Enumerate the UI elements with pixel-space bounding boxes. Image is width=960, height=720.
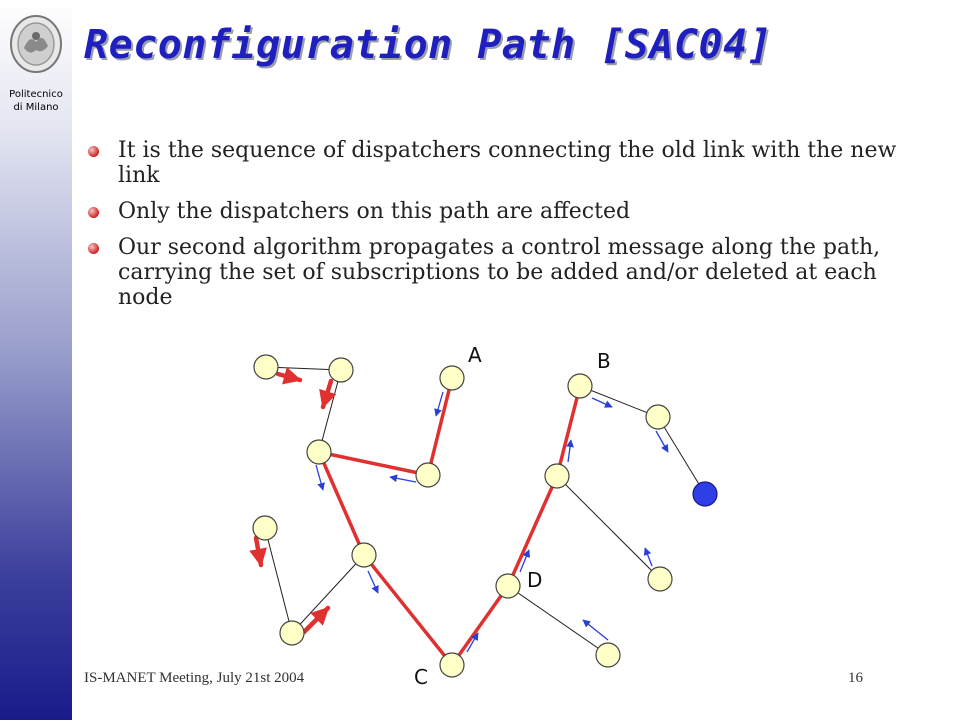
dispatcher-node-a [439,365,465,391]
edge [556,475,661,580]
bullet-text: Our second algorithm propagates a contro… [118,235,881,310]
bullet-item: It is the sequence of dispatchers connec… [84,138,904,188]
blue-arrow-icon [582,619,609,641]
bullet-dot-icon [88,146,99,157]
dispatcher-node-d [495,573,521,599]
red-arrows [249,367,337,635]
bullet-item: Our second algorithm propagates a contro… [84,235,904,310]
dispatcher-node [279,620,305,646]
node-label-d: D [527,568,542,592]
blue-arrow-icon [466,632,479,653]
bullet-dot-icon [88,243,99,254]
dispatcher-node [253,354,279,380]
path-edge [317,450,430,477]
dispatcher-node [595,642,621,668]
bullet-dot-icon [88,207,99,218]
edge [318,369,342,453]
edge [579,385,659,418]
blue-arrow-icon [519,549,530,573]
logo-text-line1: Politecnico [9,89,63,100]
dispatcher-node-highlighted [692,481,718,507]
node-label-c: C [414,665,428,689]
dispatcher-node [328,357,354,383]
path-edge [317,450,366,557]
edge [264,527,293,634]
red-arrow-icon [249,535,267,568]
path-edge [362,553,454,667]
edge [291,554,365,634]
logo-text-line2: di Milano [13,102,59,113]
blue-arrow-icon [591,397,613,408]
dispatcher-node [415,462,441,488]
blue-arrow-icon [566,439,574,463]
red-arrow-icon [275,367,303,385]
dispatcher-node-b [567,373,593,399]
blue-arrow-icon [389,474,417,483]
dispatcher-node [306,439,332,465]
reconfiguration-path [317,376,582,667]
footer-meeting: IS-MANET Meeting, July 21st 2004 [84,670,305,686]
bullet-text: It is the sequence of dispatchers connec… [118,138,897,188]
footer-page-number: 16 [848,670,863,686]
path-edge [555,384,582,478]
blue-arrow-icon [655,430,669,453]
blue-arrow-icon [367,570,379,594]
path-edge [450,584,510,667]
sidebar-gradient: Politecnico di Milano [0,0,72,720]
node-label-a: A [468,343,482,367]
edge [657,416,706,495]
bullet-item: Only the dispatchers on this path are af… [84,199,904,224]
blue-arrows [315,391,669,653]
dispatcher-node [252,515,278,541]
path-edge [426,376,454,477]
dispatcher-node [647,566,673,592]
blue-arrow-icon [315,464,325,491]
dispatcher-node [351,542,377,568]
dispatcher-node-c [439,652,465,678]
university-seal-icon [10,15,62,73]
blue-arrow-icon [434,391,444,417]
red-arrow-icon [301,605,331,635]
path-edge [506,474,559,588]
dispatcher-node [645,404,671,430]
bullet-list: It is the sequence of dispatchers connec… [84,138,904,321]
slide-title: Reconfiguration Path [SAC04] [84,22,773,68]
edge [507,585,609,656]
node-label-b: B [597,349,611,373]
bullet-text: Only the dispatchers on this path are af… [118,199,631,224]
dispatcher-node [544,463,570,489]
blue-arrow-icon [643,547,653,567]
red-arrow-icon [319,378,337,410]
network-edges [264,366,706,656]
dispatcher-nodes [252,354,718,678]
